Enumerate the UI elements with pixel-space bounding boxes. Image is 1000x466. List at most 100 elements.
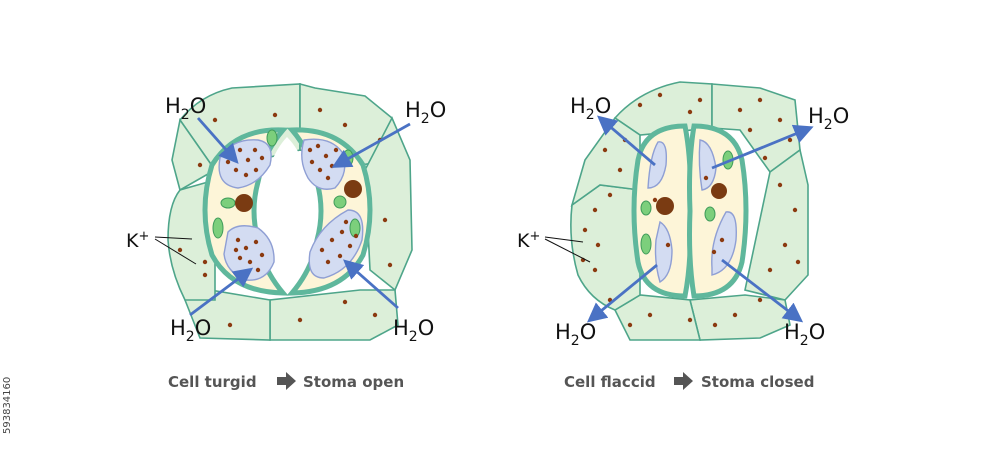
potassium-ion-dot (233, 247, 239, 253)
epidermal-cell (269, 289, 399, 341)
potassium-ion-dot (212, 117, 218, 123)
potassium-ion-dot (317, 107, 323, 113)
potassium-ion-dot (253, 239, 259, 245)
potassium-ion-dot (339, 229, 345, 235)
flaccid-stoma-group (570, 81, 809, 341)
caption-state: Cell turgid (168, 373, 257, 391)
potassium-ion-dot (245, 157, 251, 163)
potassium-ion-dot (243, 245, 249, 251)
potassium-ion-dot (329, 237, 335, 243)
potassium-ion-dot (247, 259, 253, 265)
potassium-ion-dot (259, 155, 265, 161)
potassium-ion-dot (297, 317, 303, 323)
potassium-ion-dot (237, 255, 243, 261)
water-label: H2O (570, 94, 611, 123)
potassium-ion-dot (329, 163, 335, 169)
potassium-pointer-line (154, 238, 197, 265)
potassium-ion-dot (767, 267, 773, 273)
potassium-ion-dot (711, 249, 717, 255)
potassium-ion-dot (795, 259, 801, 265)
potassium-ion-dot (719, 237, 725, 243)
potassium-ion-dot (315, 143, 321, 149)
water-efflux-arrow (586, 263, 658, 323)
water-label: H2O (555, 320, 596, 349)
potassium-ion-dot (252, 147, 258, 153)
potassium-ion-dot (787, 137, 793, 143)
nucleus (344, 180, 362, 198)
water-influx-arrow (343, 259, 399, 310)
water-influx-arrow (331, 122, 411, 168)
potassium-ion-dot (687, 109, 693, 115)
potassium-ion-dot (757, 97, 763, 103)
potassium-ion-dot (323, 153, 329, 159)
chloroplast (212, 217, 224, 239)
chloroplast (640, 200, 652, 216)
potassium-ion-dot (243, 172, 249, 178)
potassium-ion-dot (325, 175, 331, 181)
water-label: H2O (784, 320, 825, 349)
water-efflux-arrow (711, 124, 814, 170)
vacuole (647, 141, 668, 189)
epidermal-cell (570, 184, 641, 311)
potassium-ion-dot (233, 167, 239, 173)
chloroplast (220, 197, 236, 209)
vacuole (654, 220, 673, 284)
potassium-ion-dot (337, 253, 343, 259)
nucleus (656, 197, 674, 215)
epidermal-cells-right (570, 81, 809, 341)
potassium-ion-dot (387, 262, 393, 268)
epidermal-cell (744, 148, 809, 301)
caption-result: Stoma closed (701, 373, 814, 391)
potassium-pointer-line (154, 236, 193, 240)
potassium-label: K+ (517, 229, 540, 252)
potassium-ion-dot (592, 267, 598, 273)
water-label: H2O (170, 316, 211, 345)
potassium-ion-dot (657, 92, 663, 98)
potassium-ion-dot (272, 112, 278, 118)
potassium-ion-dot (627, 322, 633, 328)
potassium-ion-dot (762, 155, 768, 161)
chloroplast (640, 233, 652, 255)
potassium-ion-dot (197, 162, 203, 168)
potassium-ion-dot (782, 242, 788, 248)
water-influx-arrow (196, 117, 239, 164)
water-labels: H2O H2O H2O H2O H2O H2O H2O H2O (165, 94, 849, 349)
potassium-ion-dot (325, 259, 331, 265)
water-label: H2O (165, 94, 206, 123)
caption-right: Cell flaccid Stoma closed (564, 372, 814, 391)
potassium-ion-dot (317, 167, 323, 173)
potassium-ion-dot (703, 175, 709, 181)
potassium-ion-dot (227, 322, 233, 328)
potassium-ion-dot (307, 147, 313, 153)
potassium-pointer-line (544, 236, 584, 243)
arrow-right-icon (277, 372, 296, 390)
potassium-ion-dot (582, 227, 588, 233)
potassium-ion-dot (253, 167, 259, 173)
turgid-stoma-group (167, 82, 413, 341)
potassium-ion-dot (595, 242, 601, 248)
nucleus (235, 194, 253, 212)
chloroplast (704, 206, 716, 222)
potassium-ion-dot (343, 219, 349, 225)
potassium-ion-dot (757, 297, 763, 303)
potassium-ion-dot (777, 117, 783, 123)
vacuole (711, 211, 737, 276)
potassium-ion-dot (382, 217, 388, 223)
nucleus (711, 183, 727, 199)
caption-left: Cell turgid Stoma open (168, 372, 404, 391)
potassium-ion-dot (687, 317, 693, 323)
potassium-ion-dot (202, 272, 208, 278)
potassium-ion-dot (712, 322, 718, 328)
potassium-ion-dot (792, 207, 798, 213)
water-label: H2O (808, 104, 849, 133)
water-label: H2O (393, 316, 434, 345)
water-influx-arrow (189, 267, 254, 317)
potassium-pointer-line (544, 238, 591, 263)
potassium-ion-dot (342, 299, 348, 305)
water-label: H2O (405, 98, 446, 127)
potassium-ion-dot (225, 159, 231, 165)
potassium-ion-dot (617, 167, 623, 173)
arrow-right-icon (674, 372, 693, 390)
potassium-ion-dot (747, 127, 753, 133)
potassium-ion-dot (637, 102, 643, 108)
